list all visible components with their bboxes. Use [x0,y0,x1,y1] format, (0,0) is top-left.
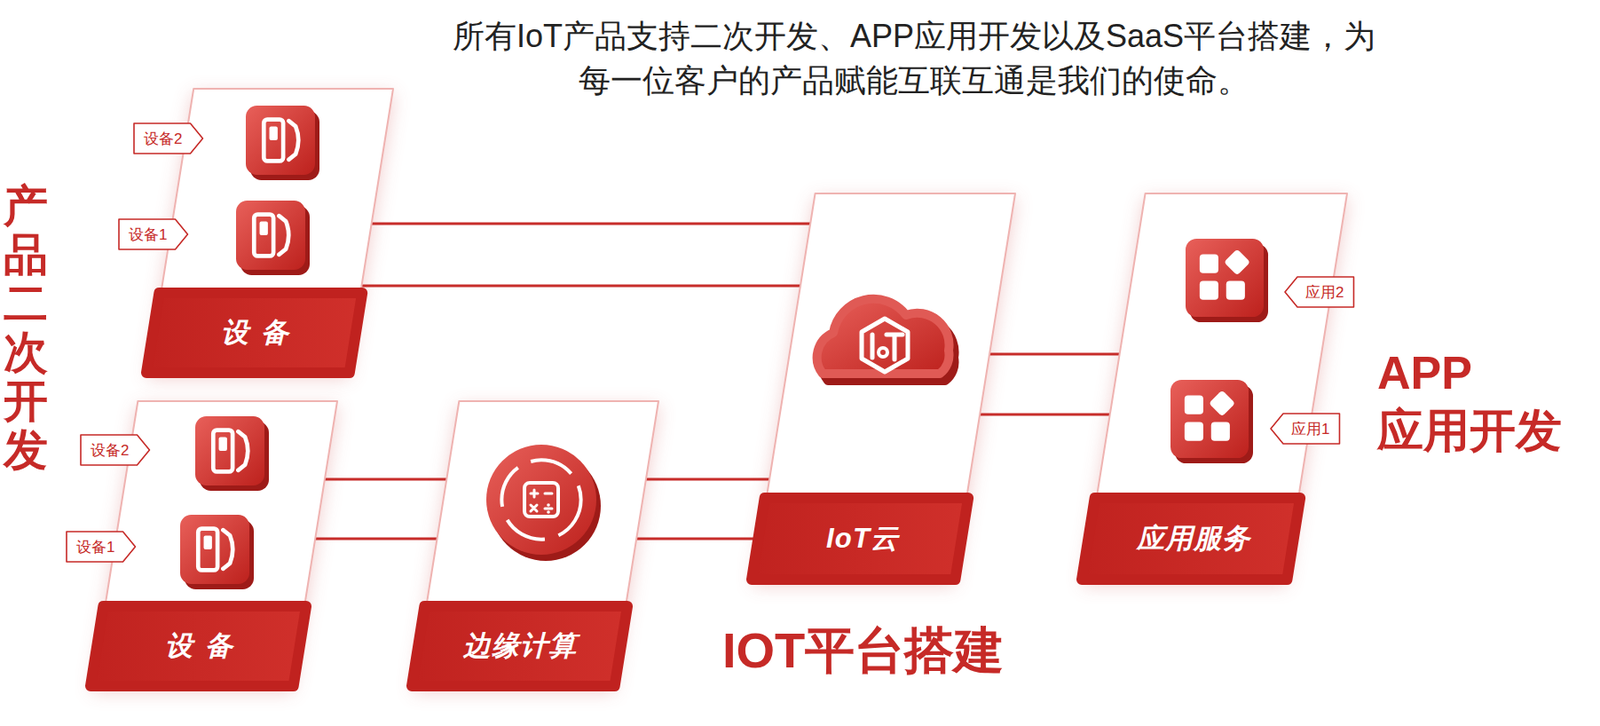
icon-glyph [1199,281,1219,300]
panel-shape [753,193,1016,580]
section-heading: APP 应用开发 [1377,344,1591,460]
icon-face [1185,238,1264,317]
panel-title: 设备 [220,314,301,352]
callout-tag: 设备2 [79,433,150,466]
tag-outline [66,531,135,562]
connector-line [323,478,448,481]
connector-line [988,353,1121,356]
icon-glyph [1184,422,1204,442]
tag-label: 设备2 [90,440,129,461]
icon-glyph [222,529,233,569]
icon-glyph [253,214,274,257]
panel-title: 边缘计算 [463,627,578,665]
app-icon [1170,379,1254,464]
icon-glyph [219,436,228,451]
panel-title: IoT云 [826,520,899,558]
icon-glyph [1208,389,1236,417]
process-panel: 应用服务 [1083,193,1348,580]
tag-outline [133,123,203,154]
callout-tag: 设备2 [133,122,204,155]
icon-glyph [1211,422,1230,442]
icon-glyph [524,482,559,517]
tag-label: 设备1 [128,224,167,245]
icon-glyph [263,119,284,162]
icon-glyph [861,318,908,372]
tag-outline [80,434,150,466]
tag-label: 应用1 [1291,418,1330,440]
panel-shape [1083,193,1348,580]
tag-outline [1270,413,1340,444]
panel-band-text-holder: 应用服务 [1083,497,1304,580]
panel-band-text-holder: 边缘计算 [413,606,627,686]
panel-band [1081,497,1301,580]
icon-face [180,514,250,584]
cloud-icon [817,299,955,381]
icon-face [245,105,316,175]
panel-band-text-holder: 设备 [92,606,306,686]
connector-line [645,478,771,481]
connector-line [314,537,438,541]
icon-glyph [269,126,278,141]
icon-glyph [1199,254,1219,274]
tag-outline [118,219,188,250]
process-panel: 边缘计算 [413,401,659,686]
connector-line [370,222,812,226]
icon-glyph [1223,248,1251,276]
icon-glyph [237,431,248,471]
panel-band [90,606,307,686]
panel-title: 设备 [165,627,245,665]
icon-glyph [212,430,233,473]
icon-glyph [288,120,299,160]
panel-band [146,292,363,373]
icon-face [195,416,265,486]
device-icon [236,200,310,276]
panel-band-text-holder: 设备 [148,292,362,373]
callout-tag: 设备1 [65,530,136,563]
icon-glyph [872,334,903,360]
icon-face [236,200,306,270]
icon-glyph [260,220,268,236]
callout-tag: 应用2 [1284,275,1355,308]
tag-outline [1284,276,1354,308]
panel-band-text-holder: IoT云 [753,497,972,580]
panel-band [751,497,969,580]
panel-band [411,606,628,686]
icon-glyph [546,503,551,507]
connector-line [635,537,761,541]
callout-tag: 应用1 [1269,412,1340,445]
icon-glyph [197,528,218,571]
icon-face [1170,379,1249,458]
tag-label: 应用2 [1305,282,1344,303]
connector-line [360,284,801,288]
device-icon [245,105,320,181]
callout-tag: 设备1 [118,218,189,251]
process-panel: IoT云 [753,193,1016,580]
panel-title: 应用服务 [1136,520,1252,558]
side-heading: 产品二次开发 [3,181,48,475]
icon-face [817,299,950,374]
icon-glyph [204,535,213,550]
icon-glyph [546,510,551,514]
tag-label: 设备1 [76,536,115,558]
connector-line [978,413,1112,417]
icon-glyph [1184,395,1204,415]
device-icon [180,514,254,590]
icon-glyph [501,459,581,539]
device-icon [195,416,269,491]
app-icon [1185,238,1269,323]
headline: 所有IoT产品支持二次开发、APP应用开发以及SaaS平台搭建，为每一位客户的产… [443,14,1385,104]
section-heading: IOT平台搭建 [722,619,1004,682]
icon-glyph [1226,281,1246,300]
edge-compute-icon [486,444,601,561]
icon-face [486,444,597,555]
tag-label: 设备2 [143,128,182,150]
icon-glyph [530,489,552,512]
icon-glyph [878,347,888,357]
icon-glyph [278,215,289,255]
